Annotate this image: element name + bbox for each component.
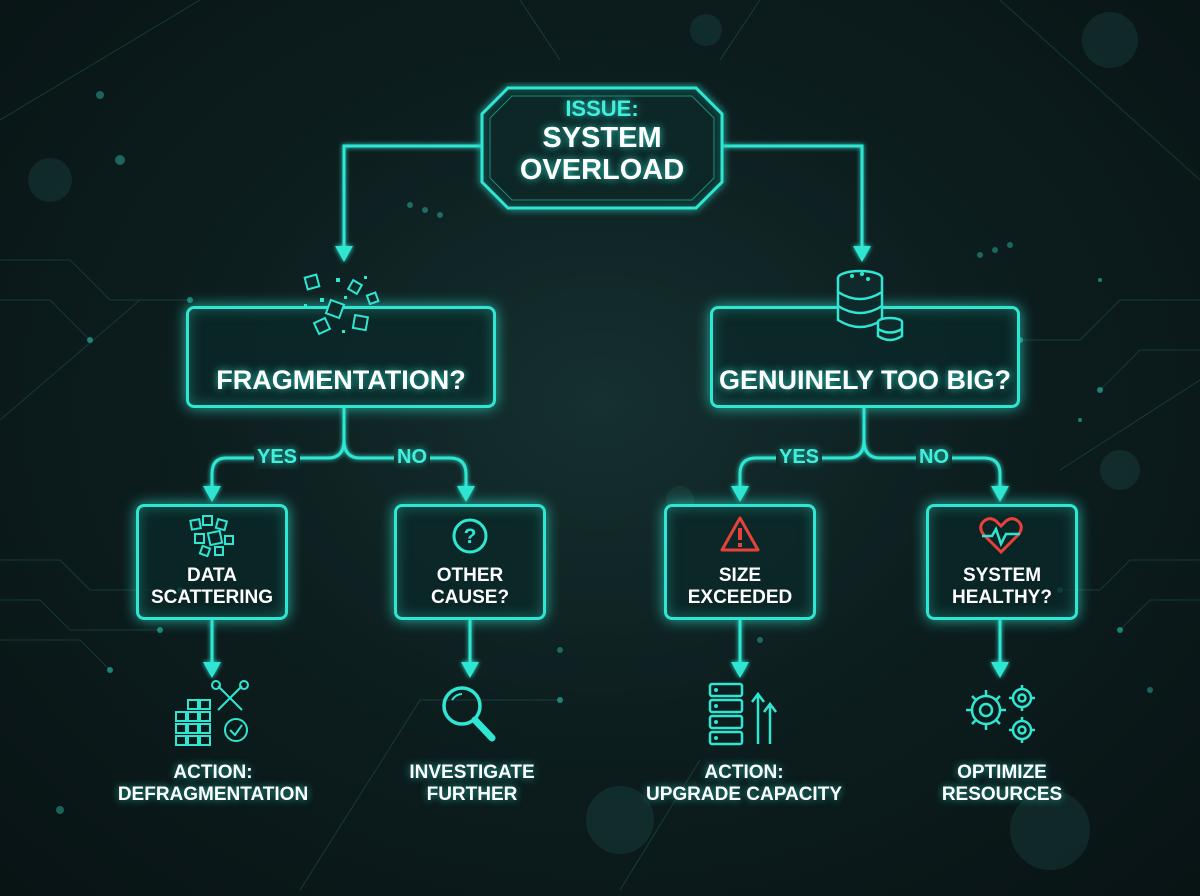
action-upgrade-capacity: ACTION: UPGRADE CAPACITY bbox=[624, 762, 864, 806]
result-2-line2: CAUSE? bbox=[430, 587, 510, 608]
scattered-fragments-icon bbox=[303, 273, 380, 336]
arrowhead-action-4 bbox=[991, 662, 1009, 678]
root-title-line2: OVERLOAD bbox=[519, 154, 685, 186]
result-1-line2: SCATTERING bbox=[150, 587, 274, 608]
result-data-scattering: DATA SCATTERING bbox=[136, 504, 288, 620]
action-optimize-resources: OPTIMIZE RESOURCES bbox=[902, 762, 1102, 806]
question-fragmentation-label: FRAGMENTATION? bbox=[216, 365, 466, 395]
connector-root-right bbox=[722, 144, 864, 248]
action-1-line1: ACTION: bbox=[173, 762, 253, 783]
action-3-line1: ACTION: bbox=[704, 762, 784, 783]
yes-label-right: YES bbox=[776, 446, 823, 469]
blocks-wrench-check-icon bbox=[175, 680, 249, 746]
action-4-line2: RESOURCES bbox=[941, 784, 1063, 805]
database-stack-icon bbox=[836, 269, 904, 342]
root-node: ISSUE: SYSTEM OVERLOAD bbox=[482, 96, 722, 186]
action-2-line1: INVESTIGATE bbox=[409, 762, 535, 783]
no-label-left: NO bbox=[394, 446, 430, 469]
result-4-line1: SYSTEM bbox=[962, 565, 1042, 586]
heart-pulse-icon bbox=[979, 517, 1023, 555]
action-investigate: INVESTIGATE FURTHER bbox=[372, 762, 572, 806]
result-2-line1: OTHER bbox=[436, 565, 504, 586]
action-2-line2: FURTHER bbox=[426, 784, 518, 805]
action-3-line2: UPGRADE CAPACITY bbox=[646, 784, 842, 805]
action-4-line1: OPTIMIZE bbox=[957, 762, 1047, 783]
result-size-exceeded: SIZE EXCEEDED bbox=[664, 504, 816, 620]
magnifier-icon bbox=[442, 686, 496, 742]
scattered-blocks-icon bbox=[189, 515, 234, 558]
action-1-line2: DEFRAGMENTATION bbox=[117, 784, 309, 805]
connector-left-question-no bbox=[342, 439, 468, 490]
yes-label-left: YES bbox=[254, 446, 301, 469]
arrowhead-result-3 bbox=[731, 486, 749, 502]
server-upgrade-icon bbox=[708, 682, 777, 746]
gears-icon bbox=[966, 685, 1035, 743]
root-node-frame bbox=[480, 86, 724, 210]
result-3-line2: EXCEEDED bbox=[687, 587, 793, 608]
question-too-big-label: GENUINELY TOO BIG? bbox=[718, 365, 1012, 395]
arrowhead-action-2 bbox=[461, 662, 479, 678]
arrowhead-action-1 bbox=[203, 662, 221, 678]
result-3-line1: SIZE bbox=[718, 565, 762, 586]
arrowhead-result-2 bbox=[457, 486, 475, 502]
arrowhead-left-question bbox=[335, 246, 353, 262]
arrowhead-result-1 bbox=[203, 486, 221, 502]
result-other-cause: OTHER CAUSE? bbox=[394, 504, 546, 620]
result-1-line1: DATA bbox=[187, 565, 237, 586]
connector-root-left bbox=[342, 144, 484, 248]
arrowhead-action-3 bbox=[731, 662, 749, 678]
no-label-right: NO bbox=[916, 446, 952, 469]
connector-right-question-no bbox=[862, 439, 1002, 490]
svg-text:?: ? bbox=[464, 525, 477, 548]
root-title-line1: SYSTEM bbox=[542, 122, 662, 154]
action-defragmentation: ACTION: DEFRAGMENTATION bbox=[96, 762, 330, 806]
result-4-line2: HEALTHY? bbox=[952, 587, 1052, 608]
arrowhead-right-question bbox=[853, 246, 871, 262]
arrowhead-result-4 bbox=[991, 486, 1009, 502]
root-issue-label: ISSUE: bbox=[565, 96, 639, 121]
question-circle-icon: ? bbox=[452, 518, 488, 554]
warning-triangle-icon bbox=[720, 516, 760, 552]
